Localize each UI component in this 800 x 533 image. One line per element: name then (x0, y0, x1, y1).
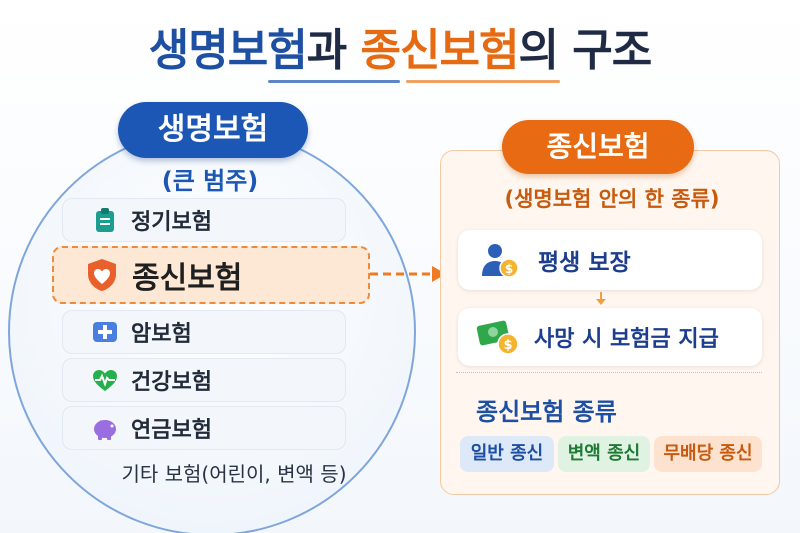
whole-life-label: 종신보험 (502, 120, 694, 174)
arrow-down-icon (596, 292, 606, 305)
other-insurance-note: 기타 보험(어린이, 변액 등) (121, 462, 347, 486)
heart-shield-icon (88, 259, 116, 291)
kind-tag-variable: 변액 종신 (558, 436, 650, 472)
life-insurance-subtitle: (큰 범주) (161, 167, 259, 195)
item-label: 연금보험 (131, 418, 212, 443)
feature-death-benefit: $ 사망 시 보험금 지급 (458, 308, 762, 366)
title-whole-life: 종신보험 (360, 25, 520, 76)
panel-divider (456, 372, 762, 373)
item-label: 건강보험 (131, 370, 212, 395)
item-cancer-insurance: 암보험 (62, 310, 346, 354)
page-title: 생명보험과 종신보험의 구조 (0, 14, 800, 78)
whole-life-subtitle: (생명보험 안의 한 종류) (504, 187, 720, 211)
kind-tag-non-dividend: 무배당 종신 (654, 436, 762, 472)
person-coin-icon: $ (482, 244, 519, 278)
svg-text:$: $ (503, 338, 512, 353)
feature-label: 사망 시 보험금 지급 (534, 327, 719, 352)
item-label: 암보험 (131, 322, 192, 347)
item-whole-life-insurance: 종신보험 (52, 246, 370, 304)
whole-life-kinds-title: 종신보험 종류 (476, 398, 617, 426)
kind-tag-general: 일반 종신 (460, 436, 554, 472)
feature-lifetime-coverage: $ 평생 보장 (458, 230, 762, 290)
svg-text:$: $ (505, 262, 513, 276)
title-underline-orange (406, 80, 560, 83)
feature-label: 평생 보장 (538, 250, 631, 276)
title-connector: 과 (306, 25, 361, 76)
piggy-bank-icon (94, 420, 116, 440)
dashed-arrow-right-icon (370, 266, 446, 282)
item-label: 종신보험 (132, 261, 243, 296)
title-underline-blue (268, 80, 400, 83)
item-health-insurance: 건강보험 (62, 358, 346, 402)
title-suffix: 의 구조 (518, 25, 652, 76)
heartbeat-icon (93, 370, 117, 391)
money-coin-icon: $ (476, 320, 519, 355)
item-label: 정기보험 (131, 210, 212, 235)
life-insurance-label: 생명보험 (118, 102, 308, 158)
clipboard-icon (96, 208, 114, 232)
title-life-insurance: 생명보험 (148, 25, 308, 76)
item-term-insurance: 정기보험 (62, 198, 346, 242)
medical-cross-icon (93, 322, 117, 342)
item-pension-insurance: 연금보험 (62, 406, 346, 450)
